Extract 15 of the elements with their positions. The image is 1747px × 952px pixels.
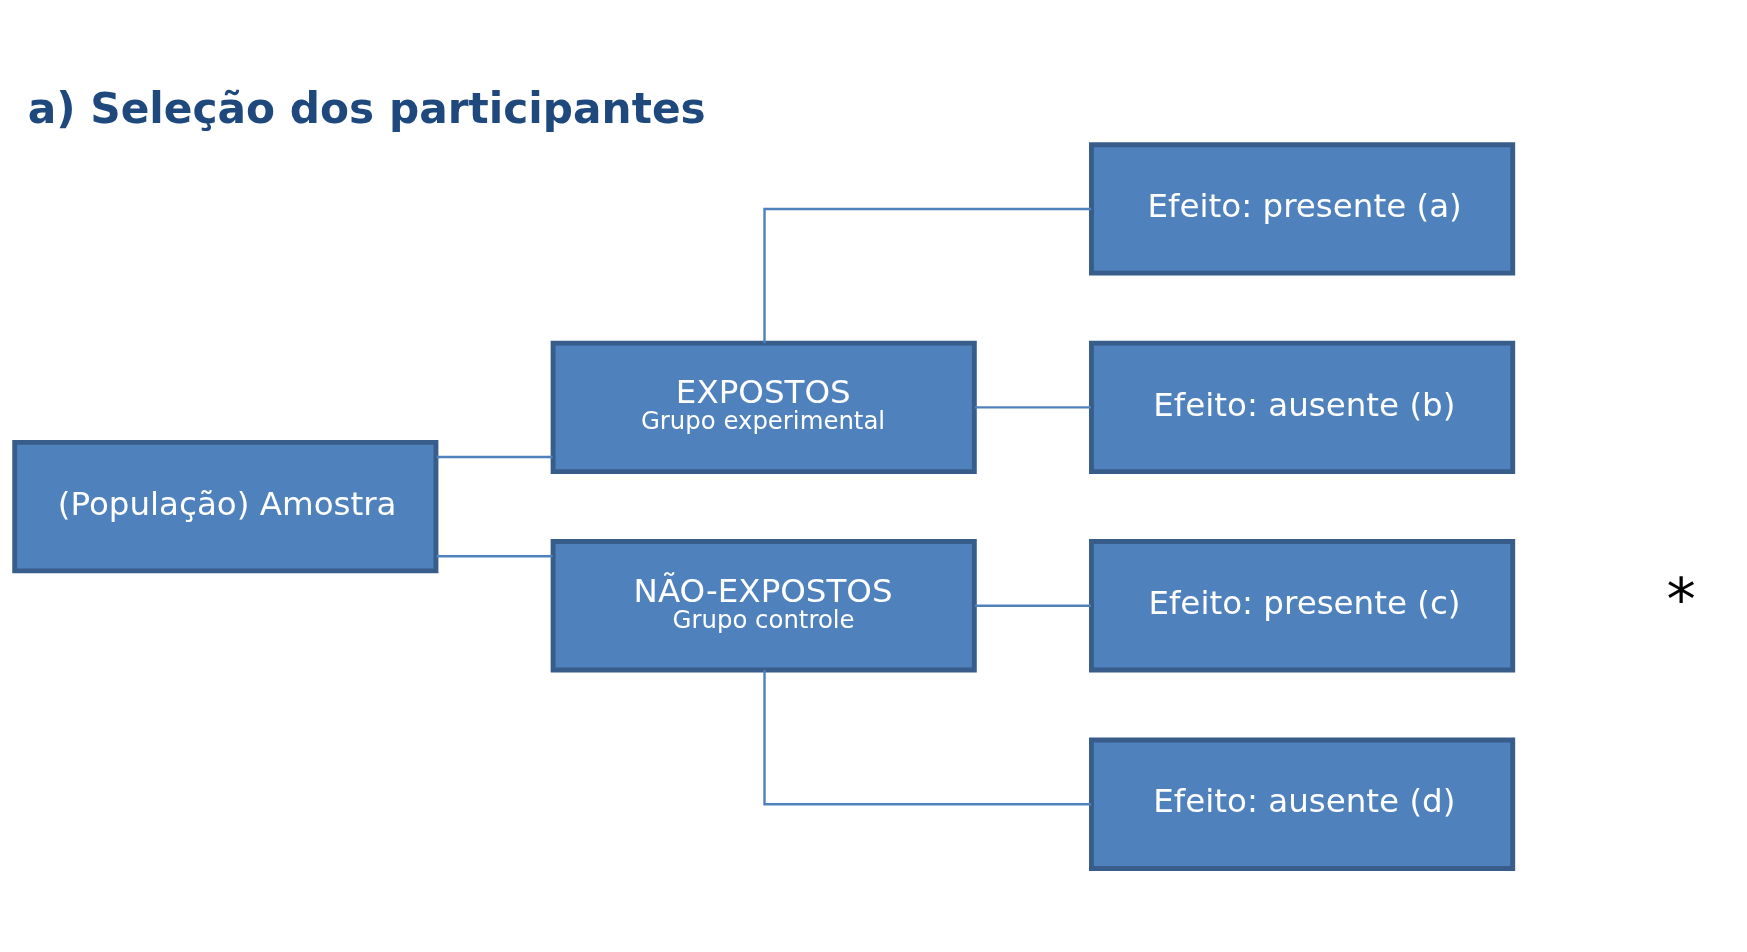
connector bbox=[436, 554, 553, 557]
node-box: Efeito: presente (a) bbox=[1089, 141, 1516, 276]
label: * bbox=[1666, 565, 1696, 634]
connector bbox=[763, 669, 1092, 805]
node-box: Efeito: ausente (b) bbox=[1089, 340, 1516, 474]
connector bbox=[974, 604, 1091, 607]
connector bbox=[436, 455, 553, 458]
connector bbox=[974, 405, 1091, 409]
diagram-title: a) Seleção dos participantes bbox=[27, 83, 706, 133]
node-box: Efeito: ausente (d) bbox=[1089, 737, 1516, 871]
connector bbox=[763, 207, 1092, 343]
node-box: EXPOSTOS Grupo experimental bbox=[550, 340, 977, 474]
node-box: NÃO-EXPOSTOS Grupo controle bbox=[550, 538, 977, 672]
node-box: Efeito: presente (c) bbox=[1089, 538, 1516, 672]
node-box: (População) Amostra bbox=[12, 439, 439, 573]
